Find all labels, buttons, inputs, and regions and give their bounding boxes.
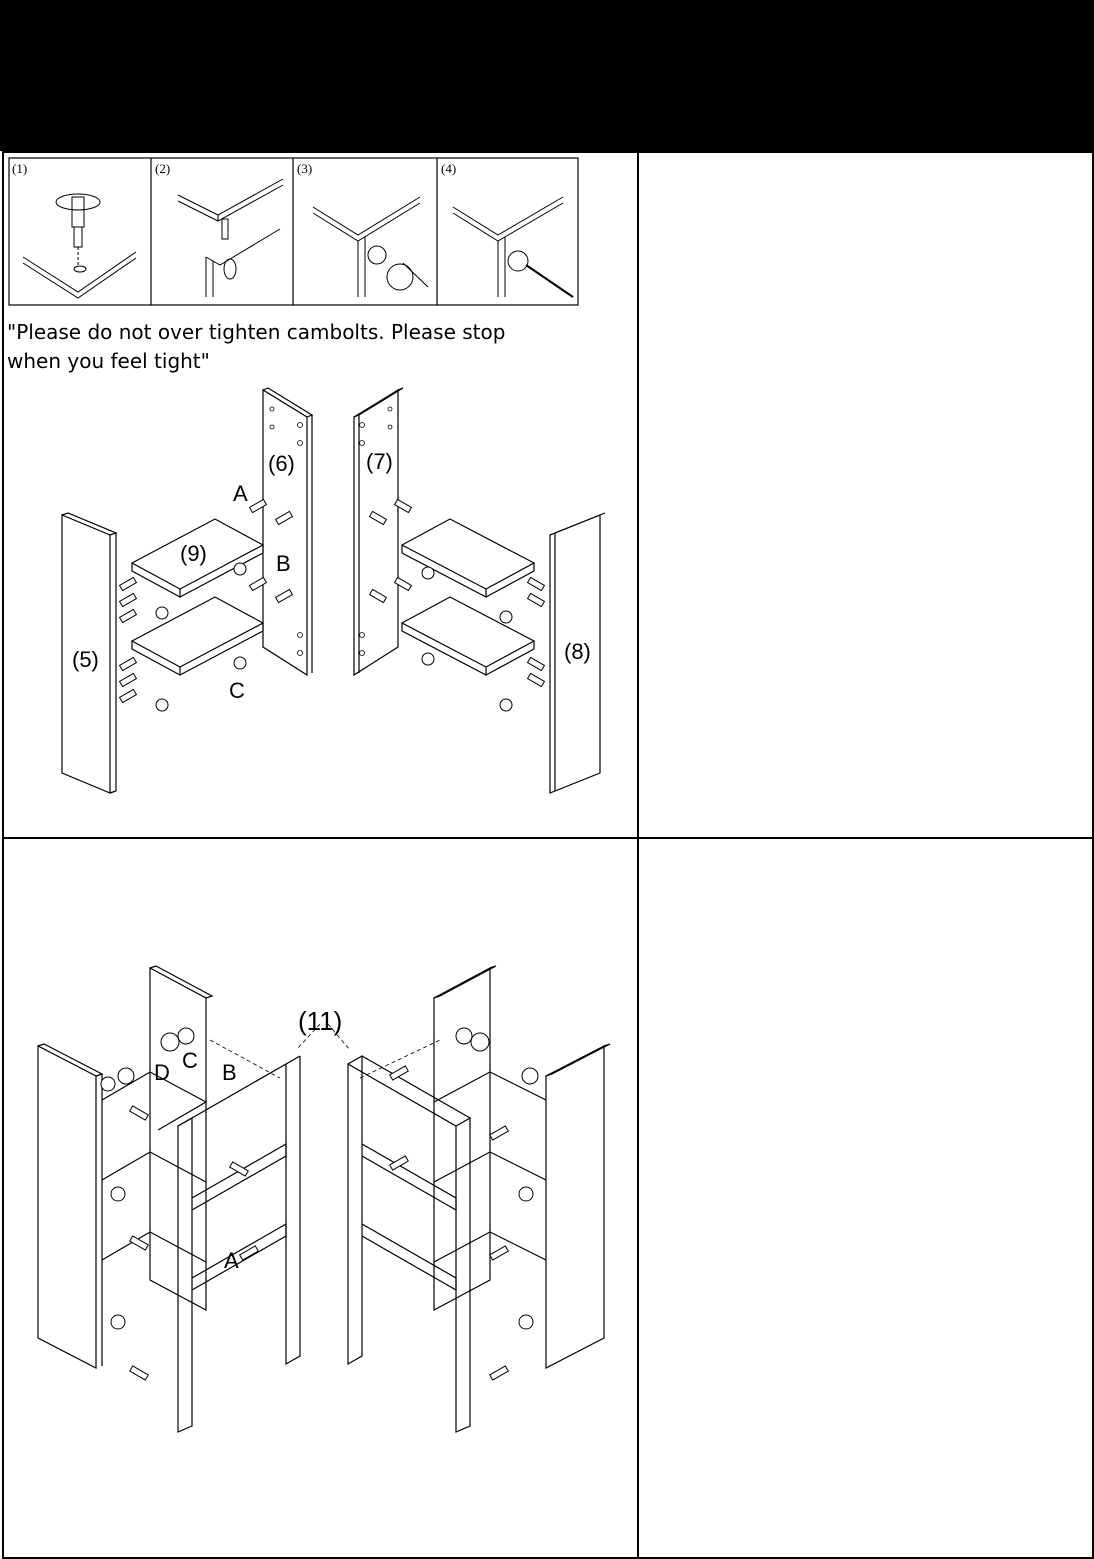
panel-7 [353,388,399,677]
fittings-2 [100,1027,539,1381]
step-1-label: (1) [12,161,27,176]
shelf-assembly-diagram: (6) (7) (9) (5) (8) A B C [61,387,606,794]
label-fitting-a: A [233,481,248,506]
step-3-drawing [312,196,429,297]
row-divider [2,837,1092,839]
frame-11-left [177,1116,193,1433]
fittings [118,498,546,712]
label-panel-6: (6) [268,451,295,476]
note-line-1: "Please do not over tighten cambolts. Pl… [7,320,506,344]
step-3-label: (3) [297,161,312,176]
label-panel-8: (8) [564,639,591,664]
panel-6 [262,388,308,677]
step-4-label: (4) [441,161,456,176]
label-fitting-b: B [276,551,291,576]
note-line-2: when you feel tight" [7,349,210,373]
header-bar [0,0,1094,151]
label-fitting-a-2: A [224,1248,239,1273]
cambolt-warning-note: "Please do not over tighten cambolts. Pl… [7,318,627,376]
step-2-drawing [177,178,284,297]
label-shelf-9: (9) [180,541,207,566]
label-fitting-d: D [154,1060,170,1085]
label-frame-11: (11) [298,1006,342,1036]
label-panel-5: (5) [72,647,99,672]
label-fitting-c-2: C [182,1048,198,1073]
label-panel-7: (7) [366,449,393,474]
step-2-label: (2) [155,161,170,176]
cambolt-steps: (1) (2) (3) (4) [8,157,579,306]
step-1-drawing [22,193,137,299]
column-divider [637,151,639,1557]
page-frame [2,151,1094,1559]
label-fitting-c: C [229,678,245,703]
label-fitting-b-2: B [222,1060,237,1085]
step-4-drawing [452,196,574,298]
frame-assembly-diagram: (11) D C B A [37,965,611,1433]
